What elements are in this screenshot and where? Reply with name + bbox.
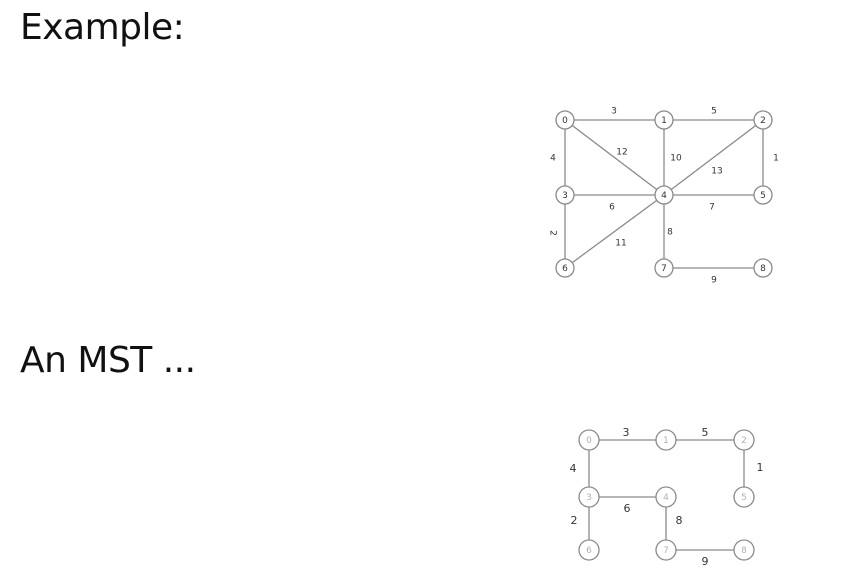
edge-weight-4-7: 8 — [676, 514, 683, 527]
node-label-8: 8 — [741, 546, 747, 556]
edge-weight-7-8: 9 — [702, 555, 709, 568]
edge-weight-1-2: 5 — [711, 107, 717, 117]
node-7 — [655, 539, 677, 561]
mst-graph: 3 5 4 1 6 2 8 9 0 1 2 3 4 5 6 7 8 — [570, 426, 764, 568]
node-5 — [733, 486, 755, 508]
node-3 — [555, 185, 575, 205]
node-label-5: 5 — [760, 191, 766, 201]
edge-weight-0-1: 3 — [623, 426, 630, 439]
example-heading: Example: — [20, 7, 185, 48]
node-0 — [555, 110, 575, 130]
edge-weight-7-8: 9 — [711, 276, 717, 286]
edge-weight-4-6: 11 — [615, 239, 626, 249]
edge-4-6 — [564, 194, 665, 269]
node-label-1: 1 — [663, 436, 669, 446]
node-8 — [733, 539, 755, 561]
node-label-1: 1 — [661, 116, 667, 126]
node-0 — [578, 429, 600, 451]
node-label-8: 8 — [760, 264, 766, 274]
node-4 — [655, 486, 677, 508]
node-4 — [654, 185, 674, 205]
edge-weight-0-4: 12 — [616, 148, 627, 158]
node-label-2: 2 — [760, 116, 766, 126]
edge-weight-2-5: 1 — [773, 154, 779, 164]
edge-0-4 — [564, 119, 665, 196]
node-label-6: 6 — [562, 264, 568, 274]
node-label-0: 0 — [586, 436, 592, 446]
edge-weight-4-7: 8 — [667, 228, 673, 238]
node-3 — [578, 486, 600, 508]
node-1 — [654, 110, 674, 130]
edge-weight-1-2: 5 — [702, 426, 709, 439]
node-label-7: 7 — [663, 546, 669, 556]
node-7 — [654, 258, 674, 278]
node-label-4: 4 — [661, 191, 667, 201]
node-label-6: 6 — [586, 546, 592, 556]
edge-weight-0-1: 3 — [611, 107, 617, 117]
edge-weight-3-4: 6 — [624, 502, 631, 515]
node-label-3: 3 — [562, 191, 568, 201]
node-label-5: 5 — [741, 493, 747, 503]
edge-weight-0-3: 4 — [570, 462, 577, 475]
node-6 — [578, 539, 600, 561]
node-2 — [733, 429, 755, 451]
node-label-0: 0 — [562, 116, 568, 126]
node-1 — [655, 429, 677, 451]
node-label-4: 4 — [663, 493, 669, 503]
node-label-3: 3 — [586, 493, 592, 503]
node-5 — [753, 185, 773, 205]
node-6 — [555, 258, 575, 278]
node-label-7: 7 — [661, 264, 667, 274]
edge-weight-2-5: 1 — [757, 461, 764, 474]
mst-heading: An MST ... — [20, 340, 196, 381]
edge-weight-3-6: 2 — [571, 514, 578, 527]
edge-weight-4-5: 7 — [709, 203, 715, 213]
edge-weight-3-6: 2 — [548, 230, 558, 236]
edge-weight-0-3: 4 — [550, 154, 556, 164]
edge-2-4 — [663, 119, 764, 196]
edge-weight-1-4: 10 — [670, 154, 682, 164]
edge-weight-2-4: 13 — [711, 167, 722, 177]
node-8 — [753, 258, 773, 278]
edge-weight-3-4: 6 — [609, 203, 615, 213]
node-label-2: 2 — [741, 436, 747, 446]
node-2 — [753, 110, 773, 130]
